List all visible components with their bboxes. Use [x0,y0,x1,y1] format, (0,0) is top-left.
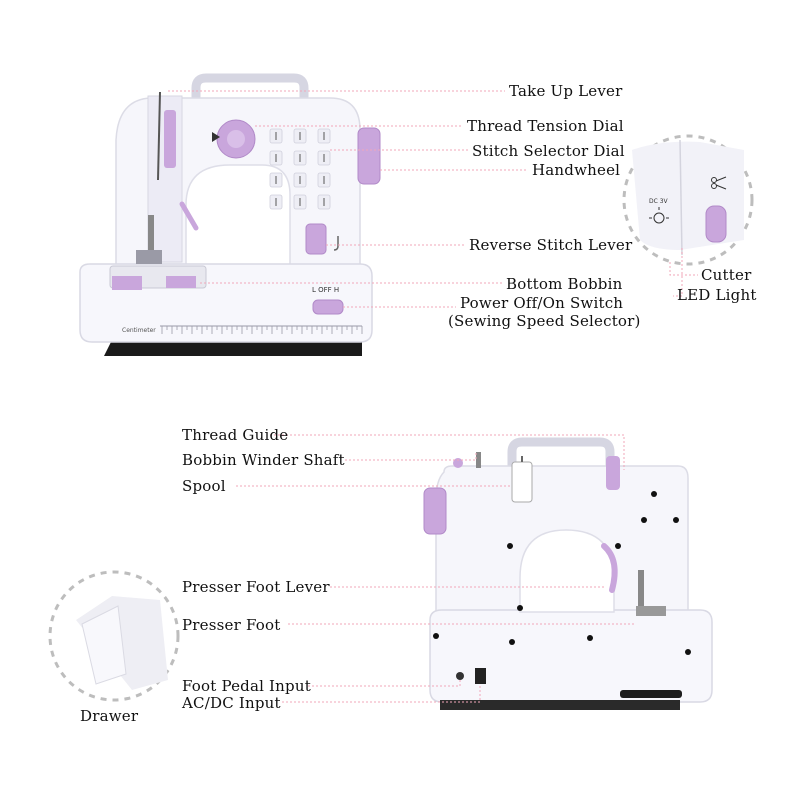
screw-dot [673,517,679,523]
screw-dot [517,605,523,611]
rear-base [440,700,680,710]
reverse-stitch-lever[interactable] [305,223,327,255]
rear-arm-opening [519,529,615,613]
label-power-switch: Power Off/On Switch [460,294,624,312]
screw-dot [509,639,515,645]
presser-foot [636,606,666,616]
carry-handle [191,73,309,109]
leader-line [308,680,461,687]
bobbin-cover [112,276,142,290]
ruler-ticks [161,326,363,334]
screw-dot [507,543,513,549]
rear-screws [433,491,691,655]
light-bulb-icon [649,207,669,224]
label-led-light: LED Light [677,286,757,304]
spool [511,461,533,503]
handwheel[interactable] [357,127,381,185]
reverse-arrow-icon [333,236,339,251]
label-handwheel: Handwheel [532,161,621,179]
label-bobbin-winder-shaft: Bobbin Winder Shaft [182,451,345,469]
leader-line [270,434,625,470]
base-foot [104,340,362,356]
label-stitch-selector-dial: Stitch Selector Dial [472,142,625,160]
switch-text: L OFF H [312,286,339,294]
rear-handwheel[interactable] [423,487,447,535]
inset-light-text: DC 3V [649,198,669,205]
inset-led-cutter: DC 3V [622,134,754,266]
screw-dot [615,543,621,549]
machine-rear-view [423,437,713,710]
power-speed-switch[interactable] [312,299,344,315]
label-spool: Spool [182,477,226,495]
label-thread-tension-dial: Thread Tension Dial [467,117,624,135]
needle-bar [148,215,154,255]
label-cutter: Cutter [701,266,752,284]
leader-line [669,262,698,276]
label-foot-pedal-input: Foot Pedal Input [182,677,311,695]
screw-dot [685,649,691,655]
stitch-pattern-panel [269,128,331,210]
tension-dial-center [227,130,245,148]
presser-lever-front [179,201,199,231]
rear-handle [507,437,615,475]
label-drawer: Drawer [80,707,139,725]
scissors-icon [711,176,727,190]
screw-dot [587,635,593,641]
label-take-up-lever: Take Up Lever [509,82,623,100]
drawer-front [81,605,127,685]
led-light-button[interactable] [705,205,727,243]
rear-take-up-cover [606,456,620,490]
label-presser-foot: Presser Foot [182,616,281,634]
screw-dot [651,491,657,497]
presser-foot-front [136,250,162,264]
label-acdc-input: AC/DC Input [182,694,281,712]
label-bottom-bobbin: Bottom Bobbin [506,275,623,293]
machine-front-view: Centimeter L OFF H [79,73,381,356]
dial-pointer-icon [212,132,220,142]
screw-dot [641,517,647,523]
label-reverse-stitch-lever: Reverse Stitch Lever [469,236,633,254]
label-presser-foot-lever: Presser Foot Lever [182,578,330,596]
arm-opening [185,164,291,271]
bobbin-winder-shaft [476,452,481,468]
thread-path [157,91,161,181]
inset-seam [679,139,683,256]
inset-drawer [48,570,180,702]
bobbin-cover-right [166,276,196,288]
ruler-text: Centimeter [122,327,156,334]
label-speed-selector: (Sewing Speed Selector) [448,312,641,330]
take-up-lever-slot [164,110,176,168]
inset-body [632,141,744,250]
leader-line [673,248,683,297]
presser-foot-lever[interactable] [601,543,618,593]
rear-bed [429,609,713,703]
leader-line [282,686,481,703]
foot-pedal-port[interactable] [456,672,464,680]
label-thread-guide: Thread Guide [182,426,289,444]
thread-guide [453,458,463,468]
leader-line [345,452,477,461]
leader-lines [168,90,698,703]
screw-dot [433,633,439,639]
drawer-slot [620,690,682,698]
acdc-port[interactable] [475,668,486,684]
rear-needle-bar [638,570,644,614]
